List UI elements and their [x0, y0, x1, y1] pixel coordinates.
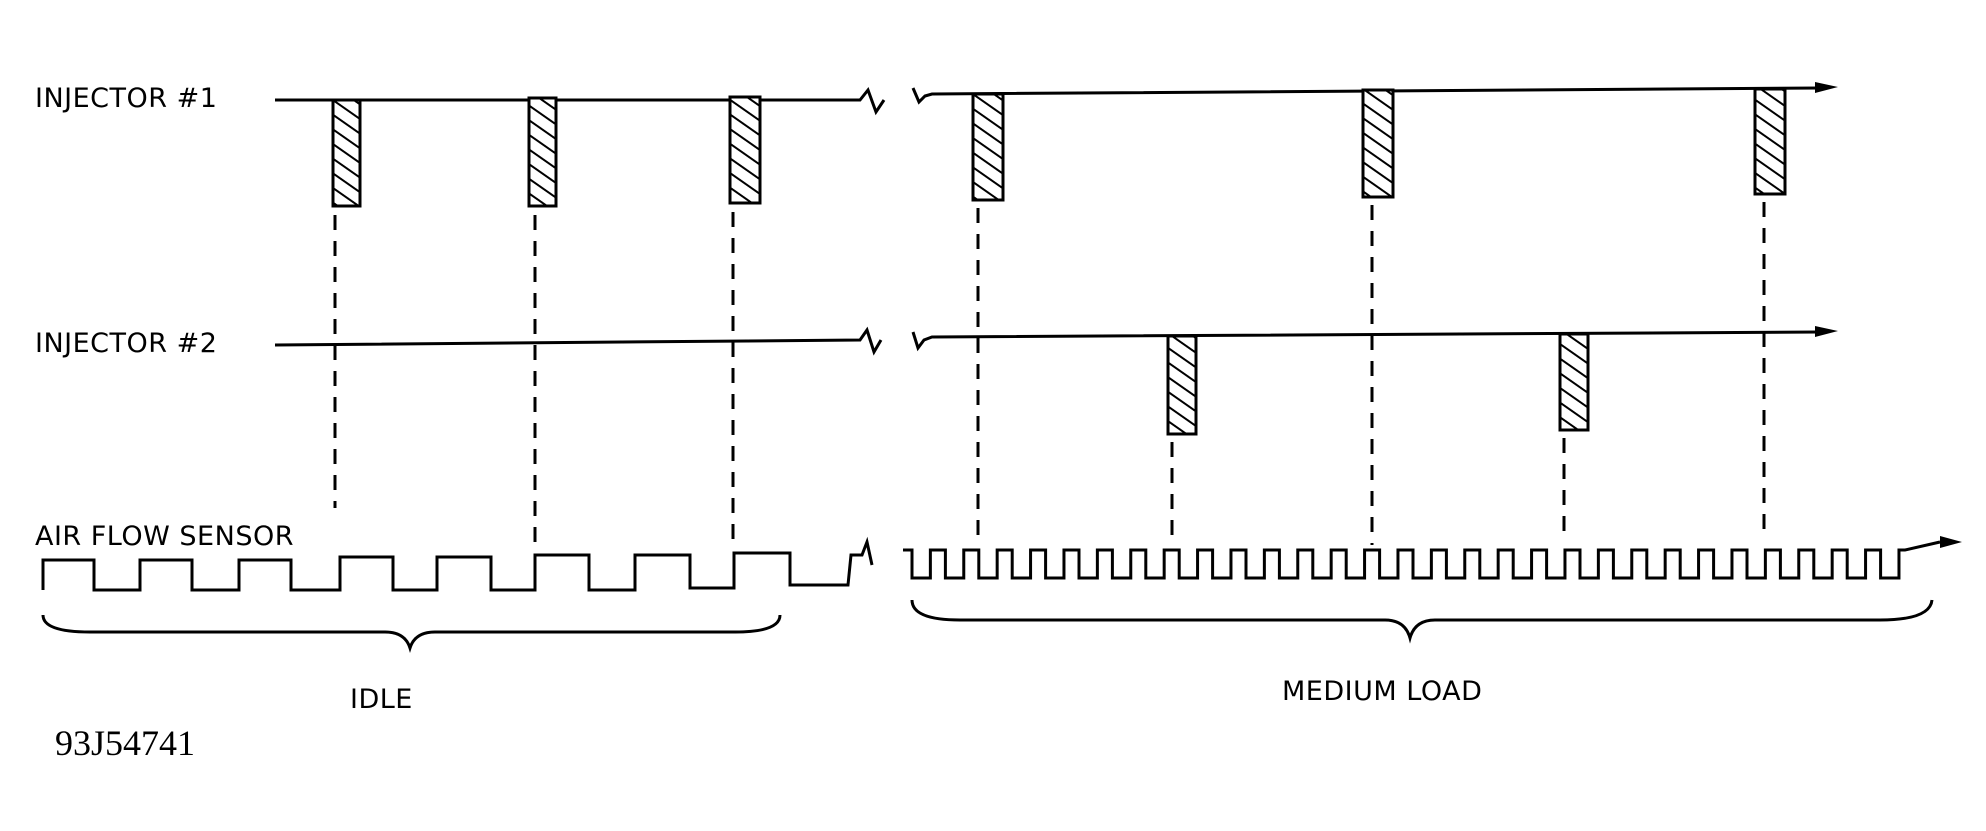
injector-1-pulse [527, 96, 558, 208]
injector-1-trace [275, 82, 1838, 116]
injector-1-pulse [971, 92, 1005, 202]
injector-2-pulse [1558, 332, 1590, 432]
idle-label: IDLE [350, 684, 413, 715]
injector-2-pulse [1166, 334, 1198, 436]
arrow-head [1940, 536, 1962, 548]
sync-lines [333, 202, 1766, 545]
injector-1-pulse [1361, 88, 1395, 199]
air-flow-medium-wave [903, 540, 1941, 580]
injector-1-pulse [1753, 87, 1787, 196]
injector-2-pulses [1166, 332, 1590, 436]
figure-code: 93J54741 [55, 723, 195, 763]
medium-load-label: MEDIUM LOAD [1282, 676, 1482, 707]
idle-brace [41, 614, 782, 654]
injector-1-pulses [331, 87, 1787, 208]
injector-2-trace [274, 326, 1838, 356]
injector-2-label: INJECTOR #2 [35, 328, 217, 359]
injector-1-label: INJECTOR #1 [35, 83, 217, 114]
air-flow-sensor-label: AIR FLOW SENSOR [35, 521, 294, 552]
arrow-head [1815, 82, 1838, 93]
air-flow-idle-wave [41, 536, 874, 592]
medium-load-brace [910, 599, 1934, 644]
injector-1-pulse [331, 98, 362, 208]
arrow-head [1815, 326, 1838, 337]
injector-1-pulse [728, 95, 762, 205]
